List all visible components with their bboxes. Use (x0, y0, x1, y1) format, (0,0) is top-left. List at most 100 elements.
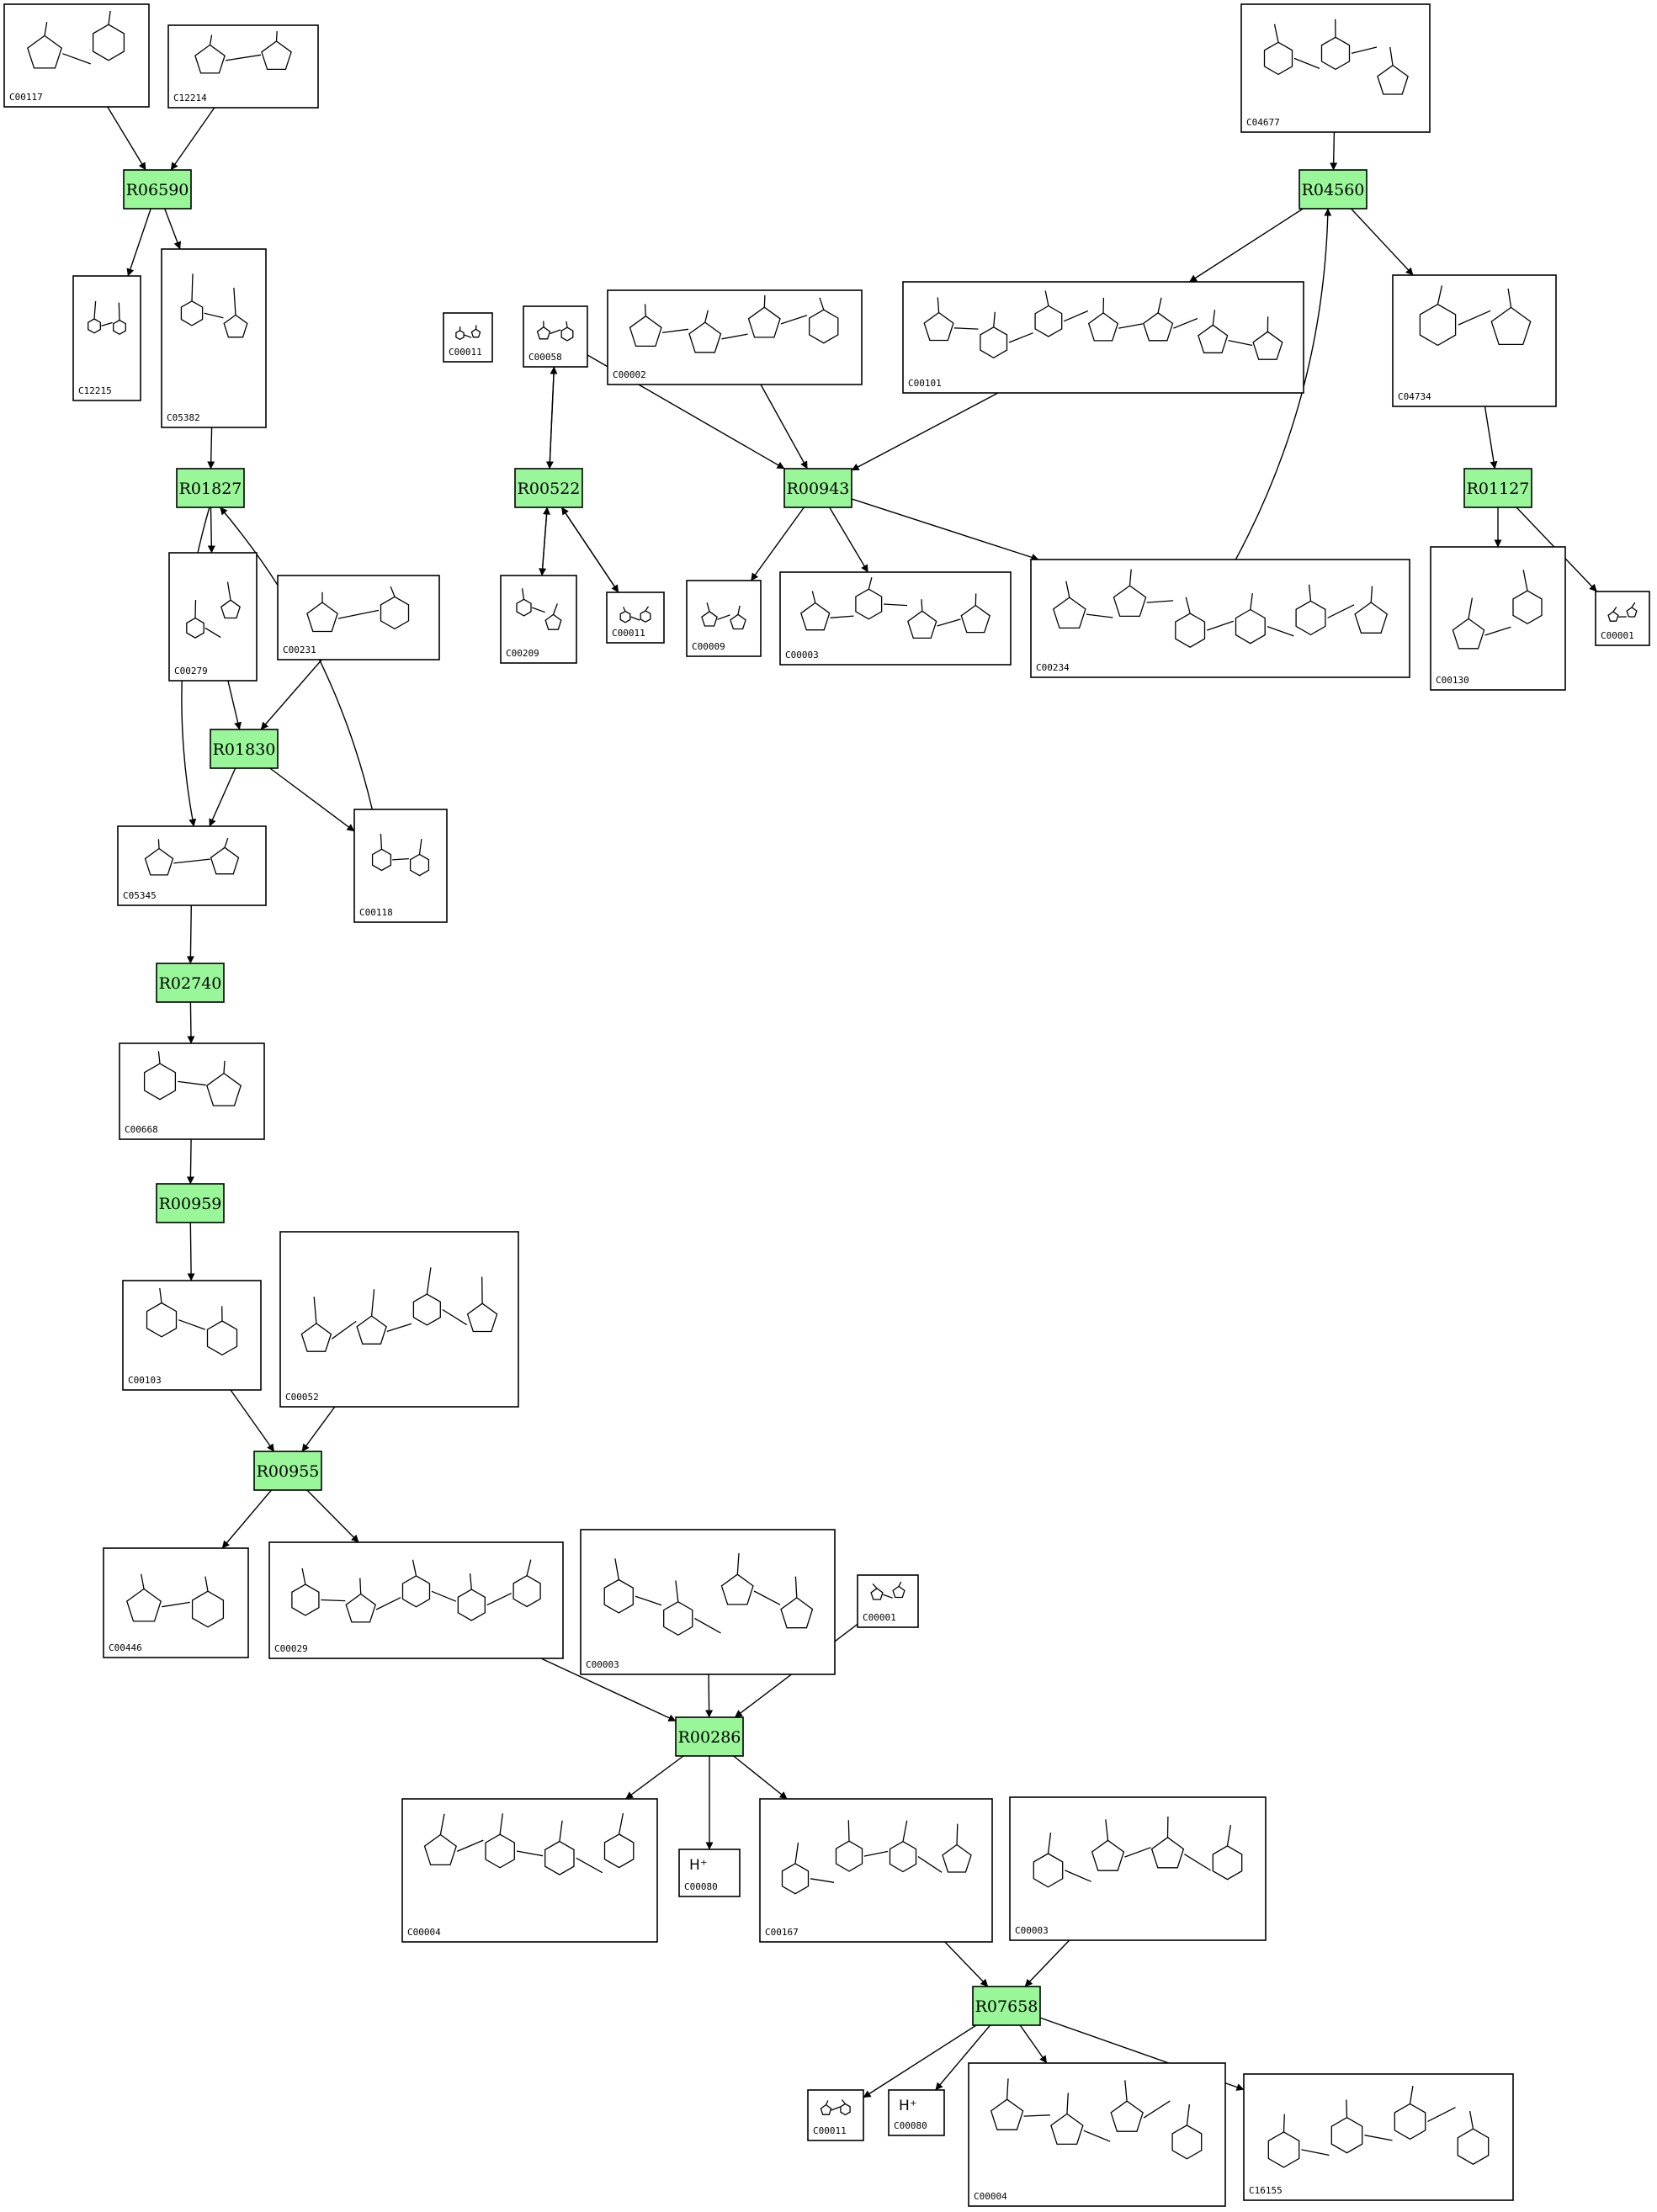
compound-node-C00668[interactable]: C00668 (119, 1042, 265, 1140)
compound-id-label: C00446 (109, 1642, 142, 1653)
compound-id-label: C00003 (586, 1659, 619, 1670)
compound-node-C00009[interactable]: C00009 (686, 580, 762, 657)
compound-node-C16155[interactable]: C16155 (1243, 2073, 1514, 2201)
compound-node-C00011[interactable]: C00011 (807, 2089, 864, 2141)
compound-node-C00001[interactable]: C00001 (857, 1574, 919, 1628)
compound-node-C00279[interactable]: C00279 (168, 552, 258, 682)
compound-node-C00003[interactable]: C00003 (580, 1529, 836, 1675)
compound-node-C00004[interactable]: C00004 (968, 2062, 1226, 2207)
reaction-node-R00959[interactable]: R00959 (156, 1183, 225, 1223)
compound-node-C00058[interactable]: C00058 (523, 305, 588, 368)
compound-node-C00167[interactable]: C00167 (759, 1798, 993, 1943)
reaction-node-R07658[interactable]: R07658 (972, 1986, 1041, 2026)
compound-node-C00117[interactable]: C00117 (3, 3, 150, 108)
reaction-node-R00955[interactable]: R00955 (253, 1451, 322, 1491)
structure-bond-lines (1452, 570, 1543, 650)
compound-node-C12215[interactable]: C12215 (72, 275, 141, 401)
structure-bond-lines (88, 301, 126, 336)
reaction-node-R06590[interactable]: R06590 (123, 169, 192, 210)
structure-bond-lines (126, 1573, 225, 1628)
compound-node-C00130[interactable]: C00130 (1430, 546, 1566, 691)
structure-bond-lines (1607, 602, 1638, 622)
structure-bond-lines (371, 833, 430, 877)
compound-id-label: C16155 (1249, 2185, 1283, 2196)
edge-R00943-to-C00009 (750, 507, 805, 581)
reaction-node-R02740[interactable]: R02740 (156, 963, 225, 1003)
compound-id-label: C05345 (123, 890, 157, 901)
compound-box (1430, 546, 1566, 691)
edge-R00943-to-C00003 (829, 507, 869, 573)
structure-bond-lines (194, 31, 292, 74)
edge-R00522-to-C00011 (560, 507, 619, 593)
reaction-node-R01127[interactable]: R01127 (1463, 468, 1532, 508)
compound-id-label: C05382 (167, 412, 200, 423)
compound-box (168, 552, 258, 682)
reaction-id-label: R00522 (518, 480, 581, 498)
compound-node-C00209[interactable]: C00209 (500, 575, 577, 664)
edge-R00955-to-C00446 (221, 1489, 273, 1549)
reaction-box (514, 468, 583, 508)
compound-node-C00080[interactable]: H⁺C00080 (888, 2089, 945, 2136)
edge-R02740-to-C00668 (187, 1001, 195, 1044)
compound-box (807, 2089, 864, 2141)
structure-bond-lines (1419, 285, 1532, 347)
compound-node-C00052[interactable]: C00052 (279, 1231, 519, 1408)
structure-bond-lines (306, 586, 410, 633)
compound-node-C00103[interactable]: C00103 (122, 1280, 262, 1391)
structure-bond-lines (1267, 2085, 1490, 2168)
compound-node-C04734[interactable]: C04734 (1392, 274, 1557, 407)
reaction-node-R00522[interactable]: R00522 (514, 468, 583, 508)
reaction-box (210, 729, 279, 769)
compound-box (1030, 559, 1410, 678)
compound-box (1009, 1796, 1267, 1941)
compound-box (122, 1280, 262, 1391)
compound-node-C05382[interactable]: C05382 (161, 248, 267, 428)
compound-id-label: C00002 (613, 369, 646, 380)
compound-node-C00446[interactable]: C00446 (103, 1547, 249, 1658)
compound-node-C04677[interactable]: C04677 (1240, 3, 1431, 133)
compound-node-C05345[interactable]: C05345 (117, 825, 267, 906)
edge-R01827-to-C00279 (207, 507, 215, 554)
compound-box (117, 825, 267, 906)
compound-node-C00234[interactable]: C00234 (1030, 559, 1410, 678)
compound-id-label: C00052 (285, 1392, 319, 1403)
compound-node-C00101[interactable]: C00101 (902, 281, 1304, 394)
reaction-node-R01830[interactable]: R01830 (210, 729, 279, 769)
reaction-box (176, 468, 245, 508)
compound-id-label: C00209 (506, 648, 539, 659)
reaction-node-R01827[interactable]: R01827 (176, 468, 245, 508)
compound-node-C00004[interactable]: C00004 (401, 1798, 658, 1943)
reaction-node-R04560[interactable]: R04560 (1299, 169, 1368, 210)
edge-C04677-to-R04560 (1330, 131, 1338, 171)
compound-node-C00003[interactable]: C00003 (1009, 1796, 1267, 1941)
compound-node-C00003[interactable]: C00003 (779, 571, 1012, 666)
compound-node-C00011[interactable]: C00011 (606, 591, 665, 644)
compound-id-label: C00668 (125, 1124, 158, 1135)
compound-glyph: H⁺ (689, 1857, 708, 1874)
structure-bond-lines (516, 588, 562, 630)
structure-bond-lines (800, 577, 990, 639)
compound-box (119, 1042, 265, 1140)
edge-C00279-to-R01830 (227, 680, 242, 730)
compound-node-C00011[interactable]: C00011 (443, 312, 493, 363)
compound-node-C12214[interactable]: C12214 (167, 24, 319, 109)
edge-C00003-to-R07658 (1024, 1939, 1070, 1987)
structure-bond-lines (536, 321, 574, 342)
compound-node-C00231[interactable]: C00231 (277, 575, 440, 660)
edge-C12214-to-R06590 (170, 107, 215, 171)
reaction-node-R00286[interactable]: R00286 (675, 1716, 744, 1757)
structure-bond-lines (820, 2099, 851, 2116)
compound-id-label: C04734 (1398, 391, 1431, 402)
edge-R00286-to-C00167 (733, 1755, 788, 1800)
reaction-node-R00943[interactable]: R00943 (783, 468, 852, 508)
reaction-id-label: R00943 (787, 480, 850, 498)
edge-R06590-to-C05382 (164, 208, 182, 250)
compound-node-C00080[interactable]: H⁺C00080 (678, 1849, 741, 1897)
compound-node-C00029[interactable]: C00029 (268, 1541, 564, 1659)
compound-node-C00118[interactable]: C00118 (353, 809, 448, 923)
compound-id-label: C00004 (407, 1927, 441, 1938)
compound-node-C00001[interactable]: C00001 (1595, 591, 1650, 646)
compound-node-C00002[interactable]: C00002 (607, 289, 863, 385)
compound-id-label: C00011 (449, 347, 482, 358)
